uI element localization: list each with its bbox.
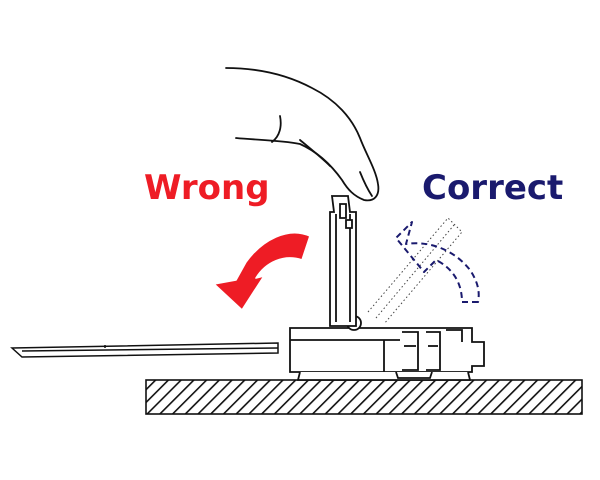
connector-housing — [289, 315, 485, 381]
wrong-label: Wrong — [144, 168, 270, 208]
hatched-base-board — [145, 379, 583, 415]
dashed-curved-arrow-up-icon — [395, 221, 480, 303]
connector-lever — [329, 195, 357, 327]
lever-correct-position-outline — [367, 217, 463, 325]
flex-cable — [10, 342, 279, 358]
pressing-finger-icon — [225, 67, 380, 202]
correct-label: Correct — [422, 168, 564, 208]
curved-arrow-left-icon — [213, 231, 311, 311]
